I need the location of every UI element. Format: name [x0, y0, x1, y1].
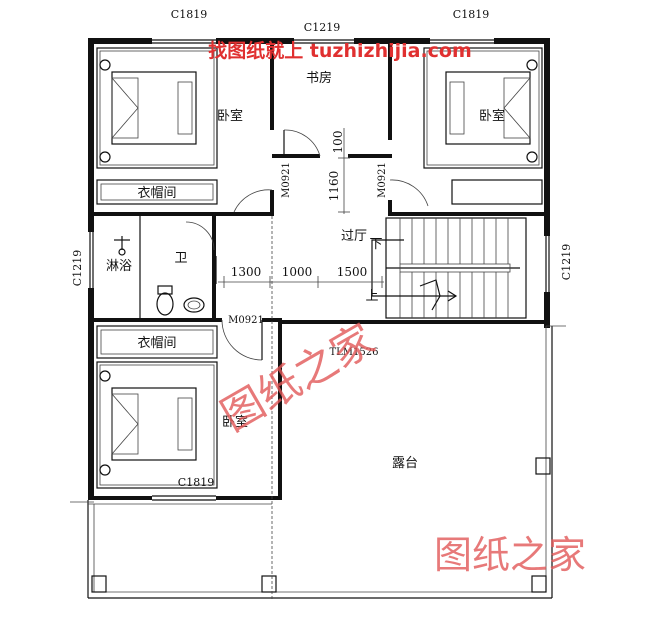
stair-down-label: 下	[369, 237, 382, 252]
closet-top-label: 衣帽间	[137, 185, 176, 201]
closet-bottom-label: 衣帽间	[137, 335, 176, 351]
bedroom-bottom-furniture	[96, 325, 218, 489]
dim-1500-label: 1500	[337, 265, 368, 279]
toilet-label: 卫	[174, 251, 187, 266]
study-label: 书房	[306, 70, 332, 86]
window-left-label: C1219	[71, 250, 84, 286]
door-labels: M0921 M0921 M0921 TLM1526	[228, 162, 388, 358]
dim-1160-label: 1160	[327, 171, 341, 202]
room-labels: 卧室 书房 卧室 衣帽间 淋浴 卫 过厅 衣帽间 卧室 露台 下 上	[106, 70, 505, 471]
watermark-top: 找图纸就上 tuzhizhijia.com	[208, 39, 472, 62]
outer-walls	[87, 37, 551, 502]
hallway-label: 过厅	[341, 229, 367, 244]
shower-label: 淋浴	[106, 259, 132, 274]
dim-100-label: 100	[331, 131, 345, 154]
window-top-left-label: C1819	[171, 8, 207, 21]
door-right-label: M0921	[377, 162, 388, 198]
window-bottom-left-label: C1819	[178, 476, 214, 489]
watermark-bottom: 图纸之家	[434, 533, 586, 577]
dimension-lines	[70, 128, 566, 600]
window-right-label: C1219	[560, 244, 573, 280]
window-labels: C1819 C1219 C1819 C1219 C1219 C1819	[71, 8, 573, 489]
dim-1000-label: 1000	[282, 265, 313, 279]
doors	[185, 129, 429, 361]
terrace-outline	[87, 326, 553, 599]
bedroom-top-right-label: 卧室	[479, 108, 505, 124]
dimension-labels: 1300 1000 1500 1160 100	[231, 131, 368, 279]
stair-up-label: 上	[365, 289, 378, 304]
window-top-center-label: C1219	[304, 21, 340, 34]
door-terrace-label: TLM1526	[330, 347, 379, 358]
bathroom-fixtures	[114, 236, 205, 316]
watermark-center: 图纸之家	[213, 314, 383, 440]
bedroom-top-left-label: 卧室	[217, 108, 243, 124]
door-bath-label: M0921	[228, 315, 264, 326]
door-left-label: M0921	[281, 162, 292, 198]
bedroom-top-right-furniture	[423, 47, 543, 205]
terrace-label: 露台	[392, 456, 418, 471]
bedroom-bottom-label: 卧室	[222, 414, 248, 430]
interior-walls	[94, 44, 546, 322]
staircase	[371, 217, 527, 319]
dim-1300-label: 1300	[231, 265, 262, 279]
window-top-right-label: C1819	[453, 8, 489, 21]
bedroom-top-left-furniture	[96, 47, 218, 205]
